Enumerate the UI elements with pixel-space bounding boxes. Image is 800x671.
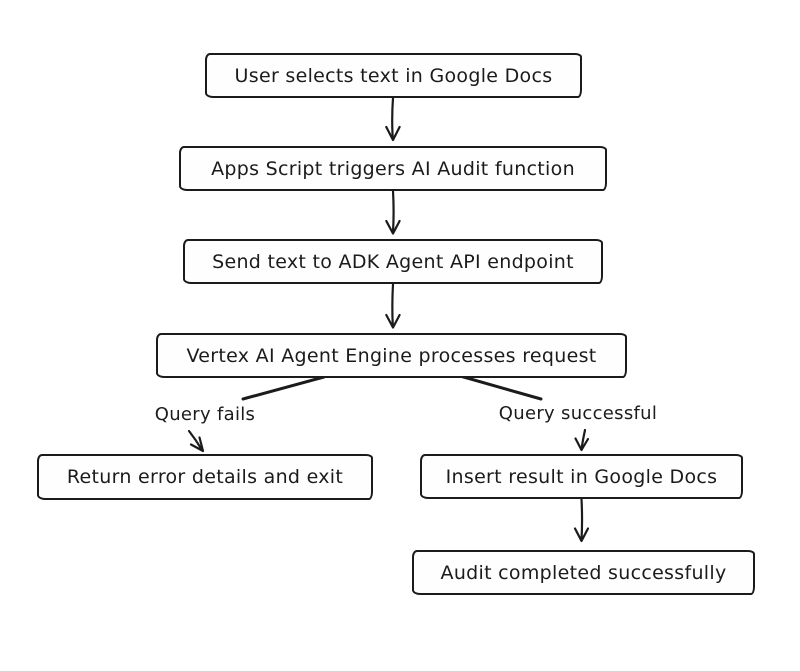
- node-insert-result: Insert result in Google Docs: [420, 454, 743, 499]
- node-send-text-endpoint: Send text to ADK Agent API endpoint: [183, 239, 603, 284]
- node-audit-completed: Audit completed successfully: [412, 550, 755, 595]
- node-vertex-processes: Vertex AI Agent Engine processes request: [156, 333, 627, 378]
- node-user-selects-text: User selects text in Google Docs: [205, 53, 582, 98]
- edge-label-query-fails: Query fails: [154, 404, 256, 425]
- branch-line-query-fails: [241, 375, 326, 401]
- node-return-error: Return error details and exit: [37, 454, 373, 500]
- edge-label-query-successful: Query successful: [498, 403, 658, 424]
- arrow-insertresult-to-audit: [573, 497, 590, 543]
- arrow-user-to-appsscript: [385, 96, 401, 142]
- branch-line-query-successful: [458, 374, 543, 401]
- arrow-sendtext-to-vertex: [385, 282, 401, 329]
- arrow-appsscript-to-sendtext: [385, 189, 401, 235]
- arrow-queryfails-to-returnerror: [187, 429, 205, 453]
- node-apps-script-trigger: Apps Script triggers AI Audit function: [179, 146, 607, 191]
- arrow-querysuccessful-to-insertresult: [574, 428, 590, 452]
